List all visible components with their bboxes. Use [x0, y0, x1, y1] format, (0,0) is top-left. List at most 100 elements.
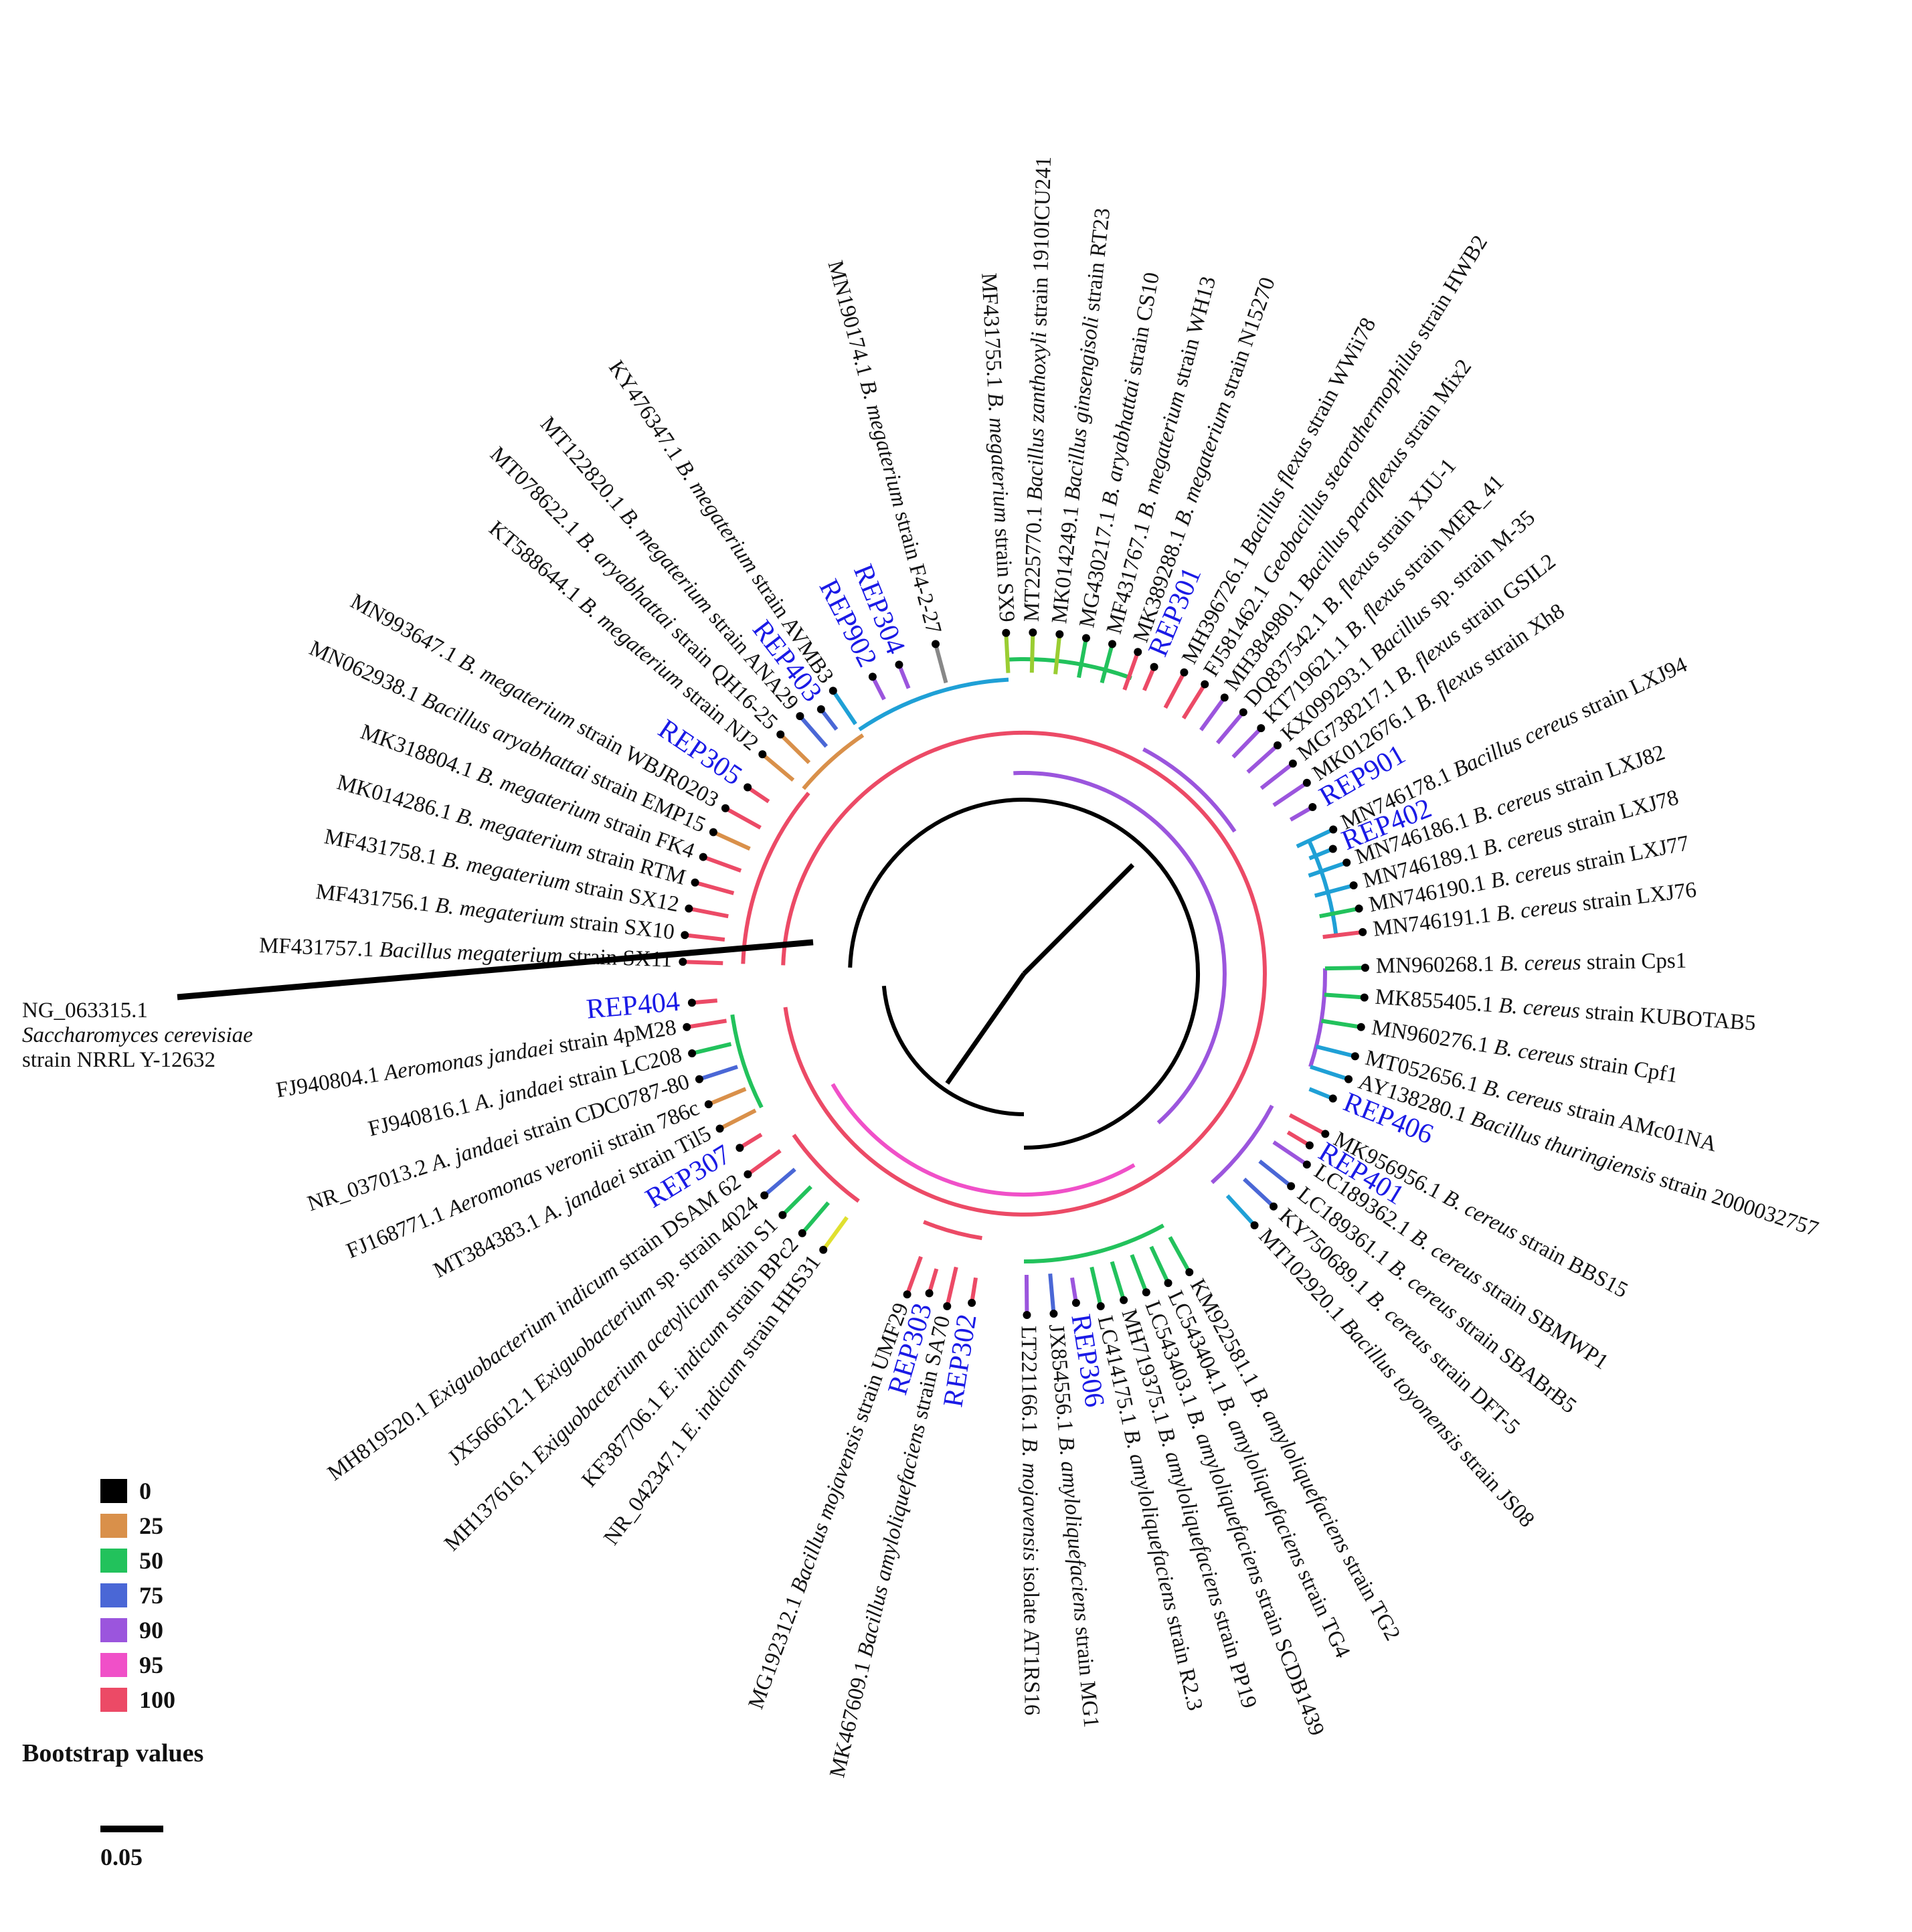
tree-branches [679, 628, 1369, 1319]
leaf-branch [1225, 1194, 1256, 1227]
isolate-branch [1308, 847, 1334, 861]
leaf-branch [1243, 1177, 1276, 1209]
leaf-branch [1324, 992, 1365, 1000]
isolate-branch [1308, 1087, 1334, 1101]
leaf-node [758, 750, 767, 759]
leaf-node [1349, 881, 1358, 890]
leaf-branch [905, 1255, 923, 1296]
internal-branch [781, 730, 1267, 1217]
leaf-branch [684, 933, 725, 942]
leaf-branch [1296, 827, 1334, 849]
isolate-node [925, 1289, 934, 1298]
isolate-branch [871, 675, 886, 701]
internal-branch [730, 1014, 764, 1109]
leaf-branch [798, 715, 829, 748]
leaf-node [778, 1211, 787, 1219]
leaf-branch [694, 880, 735, 895]
legend-title: Bootstrap values [22, 1739, 203, 1767]
outgroup: NG_063315.1 Saccharomyces cerevisiae str… [22, 939, 814, 1072]
leaf-node [1269, 1202, 1278, 1211]
isolate-node [968, 1298, 976, 1307]
leaf-branch [1077, 637, 1088, 679]
leaf-branch [1310, 1065, 1349, 1081]
leaf-node [829, 687, 837, 695]
leaf-node [685, 904, 693, 913]
leaf-branch [702, 855, 742, 873]
leaf-node [1055, 630, 1064, 638]
leaf-branch [1246, 743, 1280, 774]
isolate-branch [691, 998, 718, 1005]
leaf-branch [1322, 930, 1363, 940]
leaf-branch [1090, 1266, 1103, 1307]
internal-branch [858, 677, 1009, 731]
leaf-label: FJ581462.1 Geobacillus stearothermophilu… [1199, 231, 1492, 681]
legend-swatch [100, 1479, 127, 1503]
leaf-node [1185, 1268, 1194, 1277]
leaf-branch [779, 733, 811, 764]
leaf-node [903, 1290, 911, 1299]
leaf-branch [699, 1065, 738, 1081]
internal-branch [1007, 657, 1132, 681]
isolate-branch [927, 1268, 939, 1294]
leaf-branch [1163, 671, 1187, 709]
leaf-node [798, 1229, 806, 1237]
isolate-branch [897, 664, 911, 689]
isolate-branch [1286, 1130, 1311, 1148]
legend-swatch [100, 1653, 127, 1677]
isolate-branch [746, 786, 770, 804]
isolate-node [1308, 803, 1317, 811]
isolate-node [1150, 663, 1158, 671]
leaf-branch [1100, 643, 1114, 684]
outgroup-strain: strain NRRL Y-12632 [22, 1048, 215, 1072]
leaf-node [683, 1023, 691, 1031]
legend-label: 90 [139, 1617, 163, 1644]
leaf-node [1257, 724, 1266, 733]
leaf-node [819, 1245, 828, 1254]
leaf-branch [1288, 1113, 1326, 1136]
isolate-node [1071, 1298, 1080, 1307]
isolate-node [1305, 1141, 1314, 1150]
internal-branch [741, 792, 810, 964]
legend-label: 95 [139, 1652, 163, 1678]
internal-branch [1013, 770, 1227, 1125]
leaf-node [1096, 1302, 1105, 1310]
leaf-branch [761, 752, 795, 782]
outgroup-accession: NG_063315.1 [22, 998, 148, 1023]
isolate-branch [970, 1277, 978, 1304]
isolate-node [744, 783, 752, 792]
leaf-branch [1215, 711, 1245, 745]
leaf-branch [1110, 1261, 1126, 1301]
leaf-node [1201, 680, 1209, 689]
leaf-node [695, 1075, 703, 1083]
leaf-node [1344, 1075, 1353, 1083]
leaf-node [1239, 708, 1247, 717]
leaf-branch [1130, 1254, 1148, 1294]
internal-branch [792, 1134, 860, 1203]
leaf-branch [719, 1108, 757, 1131]
leaf-node [1329, 825, 1338, 834]
leaf-node [704, 1100, 713, 1109]
leaf-node [1002, 628, 1011, 637]
leaf-label: MF431757.1 Bacillus megaterium strain SX… [259, 934, 673, 972]
leaf-node [1357, 1023, 1365, 1031]
legend-swatch [100, 1514, 127, 1538]
internal-branch [848, 798, 1200, 1150]
leaf-node [1321, 1130, 1330, 1138]
leaf-node [1359, 928, 1367, 936]
leaf-node [1081, 634, 1090, 642]
leaf-node [1134, 648, 1142, 656]
leaf-branch [1259, 762, 1294, 790]
isolate-node [895, 661, 903, 669]
leaf-branch [683, 960, 723, 966]
scale-bar: 0.05 [100, 1826, 163, 1870]
leaf-node [691, 878, 699, 887]
internal-branch [831, 1083, 1136, 1197]
leaf-node [1342, 858, 1351, 867]
root-branch [945, 972, 1026, 1085]
leaf-node [1180, 668, 1189, 677]
leaf-branch [821, 1216, 849, 1251]
leaf-branch [1181, 683, 1207, 719]
leaf-branch [1048, 1274, 1056, 1314]
leaf-node [681, 931, 689, 940]
